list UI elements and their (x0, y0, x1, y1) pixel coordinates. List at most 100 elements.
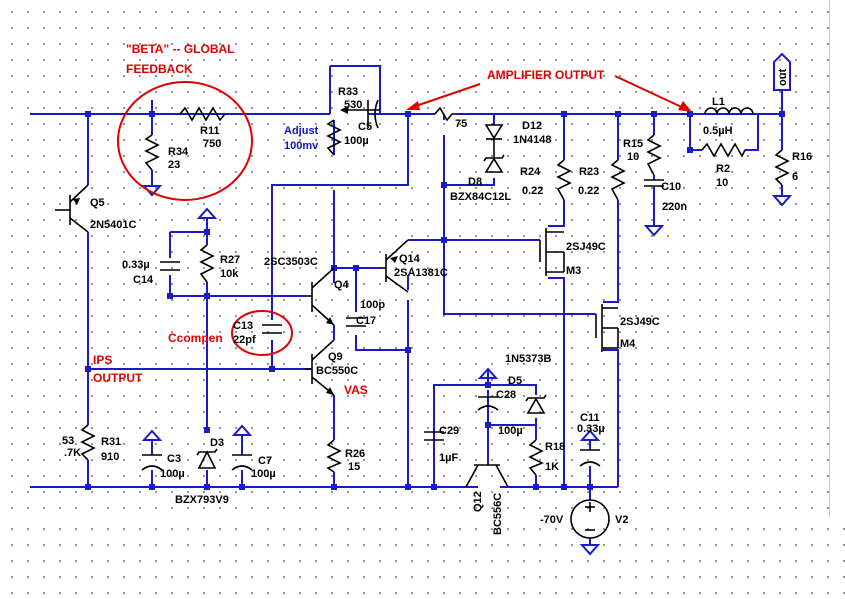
amp-output-arrowhead-left (406, 101, 420, 110)
c14-symbol (160, 261, 180, 271)
d5-symbol (525, 394, 547, 414)
v2-name: V2 (615, 514, 628, 526)
r15-name: R15 (623, 138, 643, 150)
supply-c3 (141, 429, 163, 441)
q4-symbol (305, 267, 335, 326)
r31-value: 910 (101, 451, 119, 463)
q14-value: 2SA1381C (394, 267, 448, 279)
annotation-amp-output: AMPLIFIER OUTPUT (487, 68, 605, 82)
r18-name: R18 (545, 441, 565, 453)
q5-value: 2N5401C (90, 219, 137, 231)
c13-value: 22pf (233, 334, 256, 346)
out-net-flag (773, 52, 791, 91)
c5-name: C5 (358, 121, 372, 133)
r33-symbol (326, 119, 342, 156)
r23-name: R23 (579, 166, 599, 178)
c17-value: 100p (360, 299, 385, 311)
r31-name: R31 (101, 436, 121, 448)
d8-name: D8 (468, 176, 482, 188)
c11-name: C11 (580, 412, 600, 424)
m4-name: M4 (620, 338, 636, 350)
ground-v2 (579, 544, 601, 556)
r11-name: R11 (200, 125, 220, 137)
c3-value: 100µ (160, 468, 185, 480)
c5-value: 100µ (344, 135, 369, 147)
r11-symbol (179, 106, 226, 122)
annotation-adjust-1: Adjust (284, 125, 319, 137)
r18-value: 1K (545, 461, 559, 473)
c13-name: C13 (233, 320, 253, 332)
r24-symbol (556, 159, 572, 201)
annotation-vas: VAS (344, 383, 368, 397)
out-net-label: out (777, 69, 789, 86)
r2-name: R2 (716, 163, 730, 175)
d8-symbol (483, 139, 505, 173)
annotation-ccompen: Ccompen (168, 331, 223, 345)
d3-symbol (196, 448, 218, 469)
r24-name: R24 (520, 166, 541, 178)
r11-value: 750 (203, 138, 221, 150)
q12-value: BC556C (492, 493, 504, 535)
r75-value: 75 (455, 118, 467, 130)
c29-name: C29 (439, 425, 459, 437)
amp-output-arrow-right (614, 75, 689, 111)
r16-name: R16 (792, 151, 812, 163)
c3-symbol (141, 454, 163, 471)
c28-value: 100µ (498, 425, 523, 437)
q5-symbol (55, 184, 89, 233)
r26-symbol (326, 439, 342, 473)
r16-value: 6 (792, 171, 798, 183)
r34-name: R34 (168, 146, 189, 158)
r2-symbol (701, 142, 746, 158)
amp-output-arrow-left (409, 83, 481, 109)
d8-value: BZX84C12L (450, 191, 511, 203)
supply-c7 (231, 424, 253, 436)
c17-name: C17 (356, 315, 376, 327)
q4-name: Q4 (334, 279, 350, 291)
grid-dots-bottom (0, 517, 845, 599)
d3-name: D3 (210, 437, 224, 449)
r33-name: R33 (338, 86, 358, 98)
annotation-adjust-2: 100mv (284, 140, 319, 152)
c10-name: C10 (661, 181, 681, 193)
m4-symbol (595, 304, 619, 352)
r2-value: 10 (716, 177, 728, 189)
m4-value: 2SJ49C (620, 316, 660, 328)
l1-value: 0.5µH (703, 125, 733, 137)
c11-value: 0.33µ (577, 423, 605, 435)
m3-value: 2SJ49C (566, 241, 606, 253)
c28-name: C28 (496, 389, 516, 401)
q9-symbol (305, 325, 335, 396)
amp-output-arrowhead-right (678, 101, 692, 112)
r23-symbol (610, 159, 626, 201)
d12-value: 1N4148 (513, 134, 552, 146)
r34-value: 23 (168, 159, 180, 171)
r24-value: 0.22 (522, 185, 543, 197)
grid-dots (0, 0, 829, 517)
r18-symbol (528, 439, 544, 476)
c7-name: C7 (258, 455, 272, 467)
c11-symbol (579, 449, 601, 467)
supply-c28 (477, 367, 499, 379)
c29-value: 1µF (439, 452, 458, 464)
beta-circle (117, 81, 253, 201)
c7-symbol (231, 454, 253, 471)
r31-symbol (80, 424, 96, 461)
r34-symbol (144, 134, 160, 171)
v2-symbol (570, 499, 610, 539)
r26-name: R26 (345, 448, 365, 460)
r27-name: R27 (220, 254, 240, 266)
c28-symbol (477, 396, 499, 411)
c10-value: 220n (662, 201, 687, 213)
l1-symbol (704, 107, 754, 115)
q9-name: Q9 (328, 351, 343, 363)
c13-symbol (262, 324, 282, 334)
annotation-ips-1: IPS (93, 353, 112, 367)
wires (30, 65, 783, 545)
c14-name: C14 (133, 274, 154, 286)
annotation-beta-2: FEEDBACK (126, 62, 193, 76)
q14-name: Q14 (399, 253, 421, 265)
d12-symbol (484, 124, 504, 140)
d12-name: D12 (522, 120, 542, 132)
c5-symbol (367, 99, 379, 129)
